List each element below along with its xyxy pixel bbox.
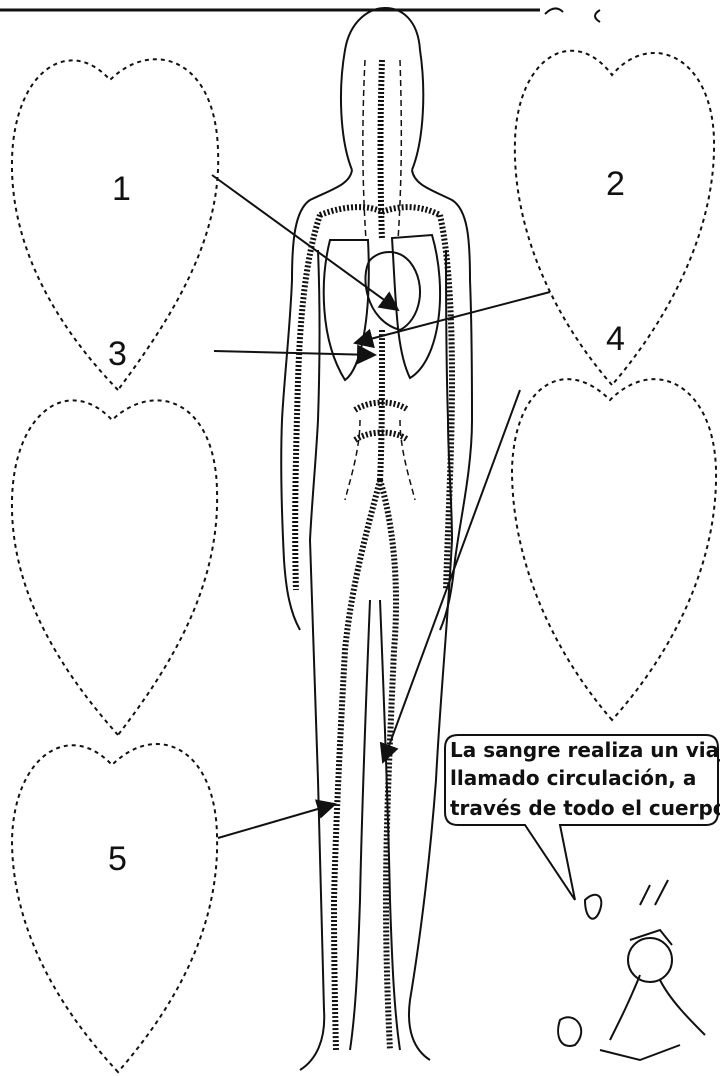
- bubble-line-3: través de todo el cuerpo.: [450, 796, 720, 820]
- heart-3-label: 3: [108, 335, 127, 373]
- arrow-5: [218, 804, 335, 838]
- bubble-line-2: llamado circulación, a: [450, 766, 696, 790]
- heart-1-label: 1: [112, 170, 131, 208]
- speech-bubble: La sangre realiza un viaje llamado circu…: [445, 735, 720, 900]
- arrow-3: [214, 351, 375, 355]
- heart-3[interactable]: 3: [12, 335, 217, 735]
- human-body-figure: [281, 8, 472, 1070]
- corner-scribble: [545, 8, 600, 22]
- bubble-line-1: La sangre realiza un viaje: [450, 738, 720, 762]
- heart-4[interactable]: 4: [512, 320, 716, 720]
- heart-4-label: 4: [606, 320, 625, 358]
- lung-right: [392, 235, 440, 378]
- cartoon-character-illustration: [558, 880, 705, 1060]
- heart-2-label: 2: [606, 165, 625, 203]
- heart-5[interactable]: 5: [12, 744, 217, 1072]
- heart-5-label: 5: [108, 840, 127, 878]
- arrow-4: [383, 390, 520, 762]
